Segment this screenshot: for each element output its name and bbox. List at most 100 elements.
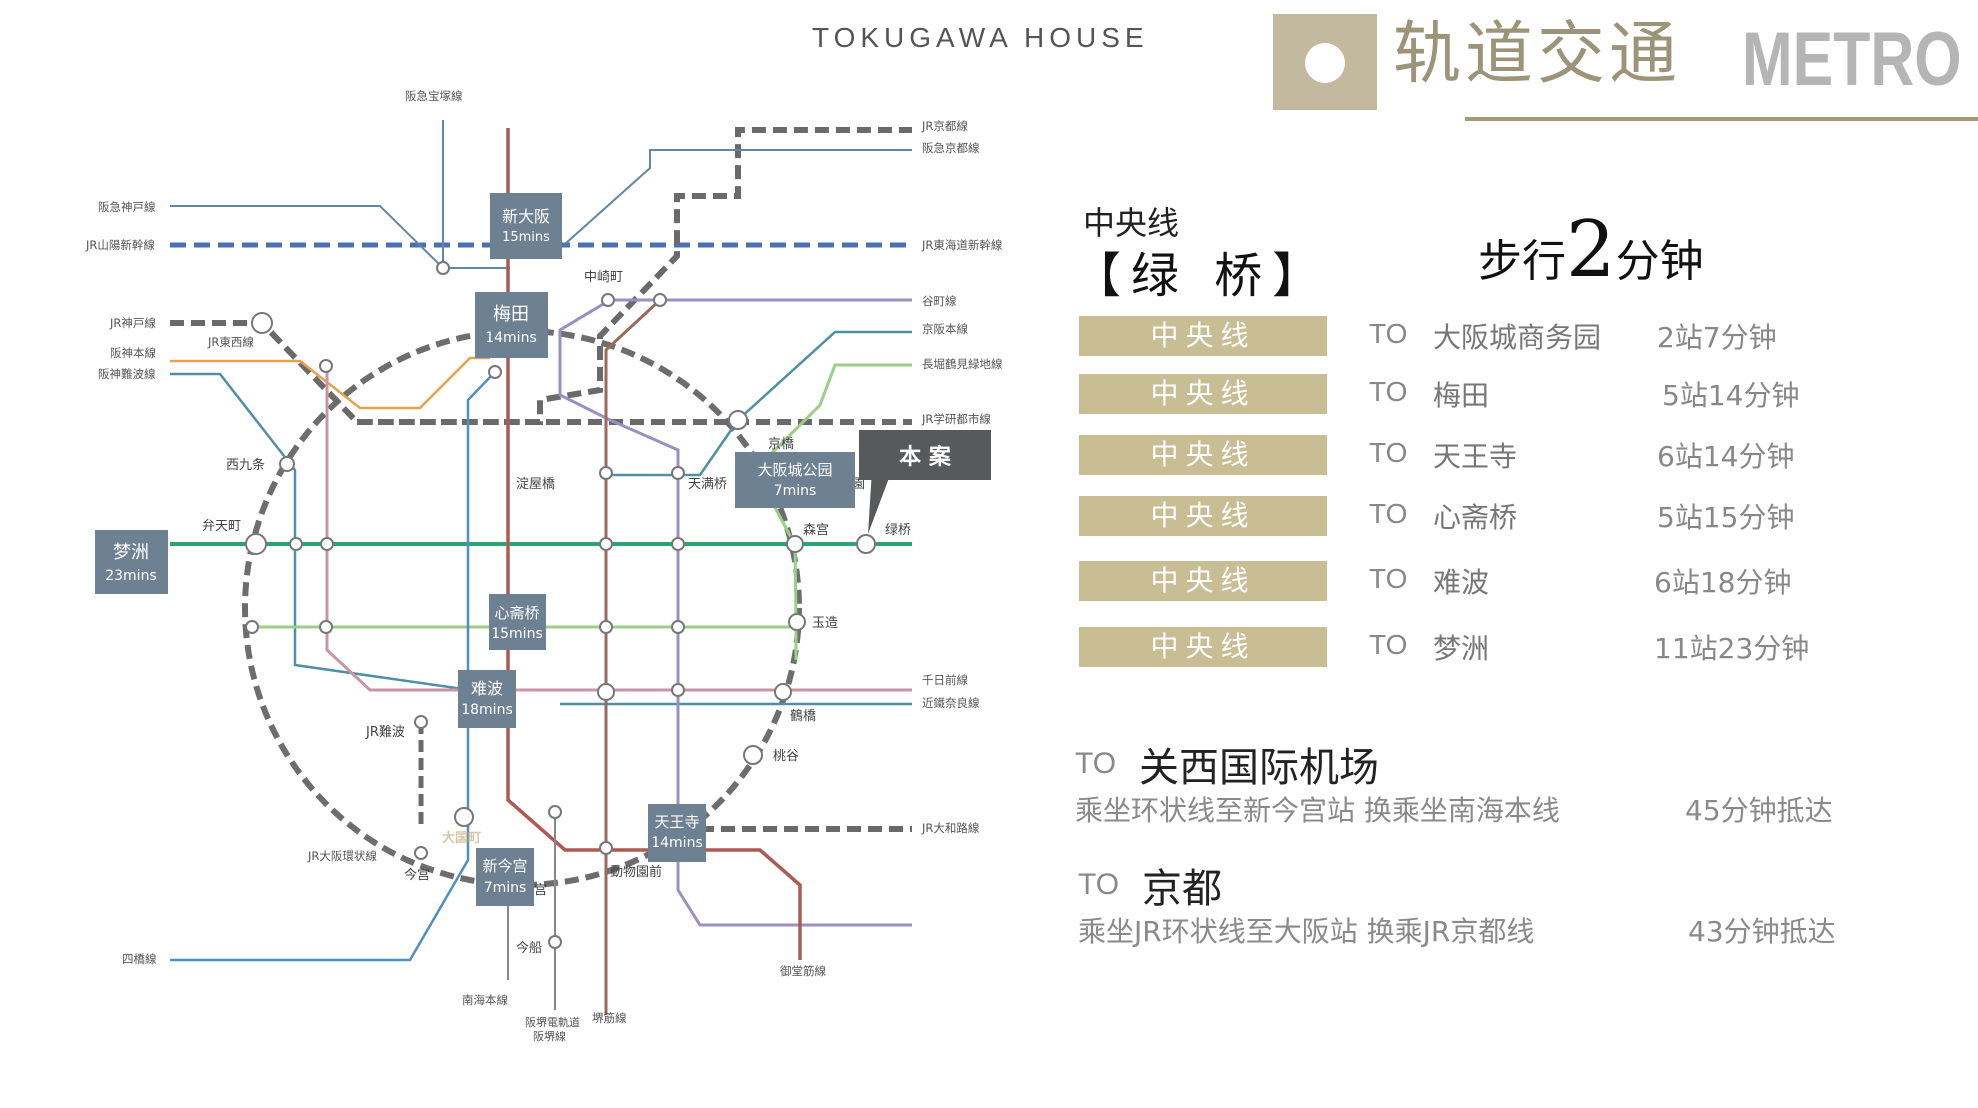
node-kita [436, 261, 450, 275]
label-imafune: 今船 [516, 940, 542, 956]
box-shinosaka-time: 15mins [502, 230, 550, 245]
route-to: TO [1369, 563, 1408, 594]
label-dobutsuen: 動物園前 [610, 864, 662, 880]
route-time: 5站14分钟 [1662, 379, 1800, 412]
line-tanimachi [558, 298, 912, 927]
route-destination: 难波 [1433, 566, 1490, 599]
extra-description: 乘坐JR环状线至大阪站 换乘JR京都线 [1078, 915, 1535, 948]
node-nishinagahori [320, 537, 334, 551]
route-to: TO [1369, 318, 1408, 349]
box-tennoji [648, 804, 706, 862]
label-hankyu-kobe: 阪急神戸線 [98, 200, 156, 214]
route-destination: 大阪城商务园 [1433, 321, 1602, 354]
label-hankyu-takarazuka: 阪急宝塚線 [405, 89, 463, 103]
label-sennichimae: 千日前線 [922, 673, 968, 687]
box-osakajo-name: 大阪城公园 [757, 461, 832, 479]
box-umeda [475, 292, 548, 358]
node-tamatsukuri [788, 613, 806, 631]
label-nagahori: 長堀鶴見緑地線 [922, 357, 1003, 371]
label-jr-yamatoji: JR大和路線 [921, 821, 980, 835]
extra-to: TO [1078, 868, 1120, 901]
node-bentencho [245, 533, 267, 555]
line-yotsubashi [170, 371, 496, 962]
station-line-name: 中央线 [1083, 204, 1180, 242]
route-line-chip: 中央线 [1079, 316, 1327, 356]
node-nakazakicho [601, 293, 615, 307]
line-hanshin [170, 356, 490, 410]
box-shinsaibashi-time: 15mins [491, 626, 543, 642]
box-namba [458, 670, 516, 728]
header-title: 轨道交通 [1393, 15, 1682, 94]
route-to: TO [1369, 376, 1408, 407]
node-tenmabashi [671, 466, 685, 480]
box-shinimamiya [476, 848, 534, 906]
route-to: TO [1369, 629, 1408, 660]
walk-suffix: 分钟 [1615, 236, 1704, 287]
node-tanimachi9 [671, 683, 685, 697]
box-yumeshima-time: 23mins [105, 568, 157, 584]
node-midoribashi [856, 534, 876, 554]
label-sakaisuji: 堺筋線 [592, 1011, 627, 1025]
label-momodani: 桃谷 [773, 749, 799, 764]
node-morinomiya [786, 535, 804, 553]
node-daikokucho [454, 807, 474, 827]
header-metro-label: METRO [1742, 17, 1962, 102]
route-to: TO [1369, 437, 1408, 468]
extra-time: 43分钟抵达 [1688, 915, 1836, 948]
label-hanshin-main: 阪神本線 [110, 346, 156, 360]
box-shinimamiya-time: 7mins [484, 880, 527, 896]
extra-time: 45分钟抵达 [1685, 794, 1833, 827]
extra-route: TO 京都 乘坐JR环状线至大阪站 换乘JR京都线 43分钟抵达 [1075, 856, 1955, 956]
route-time: 6站18分钟 [1654, 566, 1792, 599]
route-row: 中央线 TO 心斋桥 5站15分钟 [1079, 496, 1978, 536]
box-yumeshima-name: 梦洲 [113, 542, 149, 563]
node-kyobashi [728, 410, 748, 430]
label-jr-kobe: JR神戸線 [109, 316, 156, 330]
route-destination: 梅田 [1433, 379, 1490, 412]
route-time: 2站7分钟 [1657, 321, 1777, 354]
extra-to: TO [1075, 747, 1117, 780]
node-326-627 [319, 620, 333, 634]
label-jr-tozai: JR東西線 [207, 335, 254, 349]
label-park-fragment: 園 [852, 477, 865, 492]
label-keihan: 京阪本線 [922, 322, 968, 336]
brand-title: TOKUGAWA HOUSE [812, 22, 1149, 53]
label-tenmabashi: 天满桥 [688, 477, 727, 492]
box-shinosaka [490, 193, 562, 259]
box-shinsaibashi [489, 594, 546, 650]
node-jr-namba [414, 715, 428, 729]
line-hankyu-kobe [170, 205, 510, 269]
extra-destination: 关西国际机场 [1139, 745, 1379, 791]
route-row: 中央线 TO 梅田 5站14分钟 [1079, 374, 1978, 414]
route-row: 中央线 TO 梦洲 11站23分钟 [1079, 627, 1978, 667]
route-row: 中央线 TO 大阪城商务园 2站7分钟 [1079, 316, 1978, 356]
label-midosuji: 御堂筋線 [780, 964, 826, 978]
label-imamiya: 今宫 [404, 867, 430, 883]
node-nishiumeda [251, 312, 273, 334]
node-awaza [289, 537, 303, 551]
label-nishikujo: 西九条 [226, 457, 265, 473]
route-line-chip: 中央线 [1079, 561, 1327, 601]
label-hankai-1: 阪堺電軌道 [525, 1015, 580, 1029]
route-line-chip: 中央线 [1079, 496, 1327, 536]
box-shinosaka-name: 新大阪 [502, 207, 550, 226]
node-hommachi [599, 537, 613, 551]
label-daikokucho: 大国町 [442, 830, 481, 846]
node-dobutsuen [599, 841, 613, 855]
label-jr-sanyo: JR山陽新幹線 [85, 238, 155, 252]
node-yodoyabashi [599, 466, 613, 480]
box-osakajo [735, 452, 855, 508]
label-yotsubashi: 四橋線 [122, 952, 157, 966]
box-shinsaibashi-name: 心斋桥 [494, 604, 539, 622]
extra-description: 乘坐环状线至新今宫站 换乘坐南海本线 [1075, 794, 1560, 827]
label-midoribashi: 绿桥 [885, 523, 911, 538]
box-target-pointer [868, 470, 892, 534]
badge-circle-icon [1305, 43, 1345, 83]
node-nippombashi [597, 683, 615, 701]
label-miya-fragment: 宫 [534, 883, 547, 898]
label-tsuruhashi: 鶴橋 [790, 708, 816, 724]
box-osakajo-time: 7mins [774, 483, 817, 499]
label-tamatsukuri: 玉造 [812, 616, 838, 631]
label-hanshin-namba: 阪神難波線 [98, 367, 156, 381]
header-badge [1273, 14, 1377, 110]
